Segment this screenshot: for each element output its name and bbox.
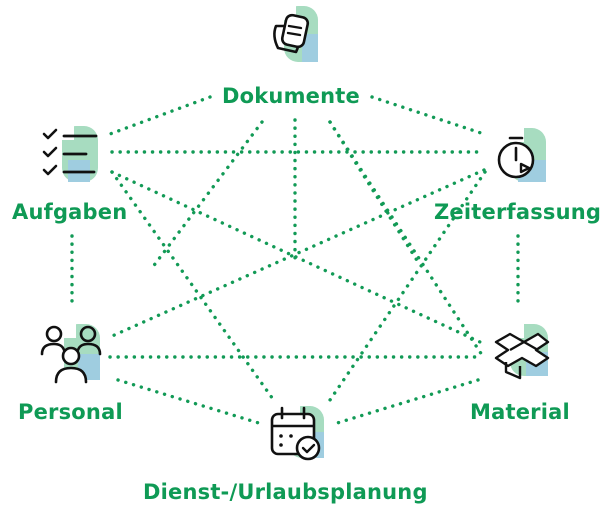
label-aufgaben: Aufgaben (12, 200, 128, 224)
connection-dokumente-to-zeiterfassung (370, 95, 486, 136)
connection-aufgaben-to-material (110, 170, 482, 344)
label-personal: Personal (18, 400, 123, 424)
connection-dokumente-to-material (328, 120, 484, 357)
connection-zeiterfassung-to-personal (108, 168, 486, 339)
label-material: Material (470, 400, 570, 424)
connection-dokumente-to-dienst-c (328, 120, 420, 264)
connection-material-to-dienst (332, 378, 480, 426)
boxes-icon (488, 318, 552, 382)
connection-zeiterfassung-to-dienst (328, 170, 487, 402)
label-dokumente: Dokumente (222, 84, 360, 108)
stopwatch-icon (488, 124, 552, 188)
documents-icon (262, 4, 326, 68)
checklist-icon (38, 124, 102, 188)
label-dienst-urlaubsplanung: Dienst-/Urlaubsplanung (143, 480, 428, 504)
connection-dokumente-to-aufgaben (108, 95, 212, 136)
people-icon (38, 322, 102, 386)
label-zeiterfassung: Zeiterfassung (434, 200, 602, 224)
connection-dokumente-to-personal (150, 120, 264, 270)
connection-personal-to-dienst (116, 378, 264, 426)
connection-aufgaben-to-dienst (110, 170, 277, 404)
calendar-check-icon (266, 402, 330, 466)
